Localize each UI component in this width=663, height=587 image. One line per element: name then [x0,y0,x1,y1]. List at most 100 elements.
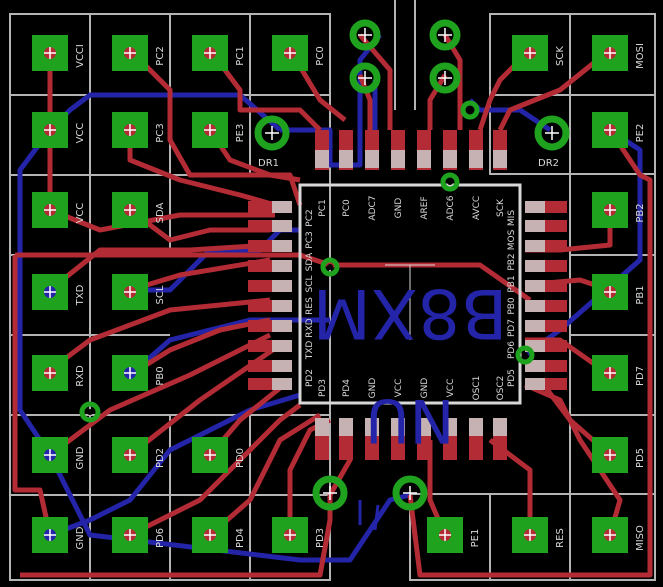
via [440,172,460,192]
chip-pad [248,260,292,272]
chip-pin-label-bottom-3: VCC [394,379,404,398]
chip-pad [391,130,405,170]
pad-label-col1-2: VCC [75,203,86,224]
th-pad [592,355,628,391]
th-pad [512,35,548,71]
th-pad [592,437,628,473]
pad-label-col1-5: GND [75,446,86,469]
pad-label-col3-5: PD0 [235,448,246,468]
pad-label-col2-1: PC3 [155,123,166,142]
chip-pad [469,418,483,460]
through-hole-pads [32,35,628,553]
pad-label-col1-6: GND [75,526,86,549]
chip-pin-label-right-1: MOS [507,229,517,250]
chip-pad [339,418,353,460]
pad-label-right-bottom-1: RES [555,528,566,548]
chip-pin-label-top-5: ADC6 [446,195,456,220]
chip-pin-label-left-2: SDA [305,252,315,271]
chip-pad [443,130,457,170]
vias [79,100,535,423]
th-pad [112,35,148,71]
chip-pad [417,418,431,460]
pad-label-right-bottom-2: MISO [635,525,646,551]
pad-label-col1-1: VCC [75,123,86,144]
chip-pad [525,378,567,390]
chip-pin-label-left-4: RES [305,297,315,315]
th-pad [32,192,68,228]
chip-pad [525,320,567,332]
chip-pin-label-right-4: PB0 [507,297,517,315]
th-pad [112,274,148,310]
ring-pads [254,19,570,511]
chip-pad [391,418,405,460]
chip-outline [298,183,522,405]
th-pad [272,35,308,71]
chip-pad [525,260,567,272]
chip-pin-label-left-5: RXD [305,318,315,337]
chip-pad [248,201,292,213]
th-pad [32,274,68,310]
chip-pin-label-right-0: MIS [507,210,517,226]
chip-pad [248,320,292,332]
th-pad [32,35,68,71]
chip-pin-label-left-3: SCL [305,275,315,292]
th-pad [192,112,228,148]
via [515,345,535,365]
via [460,100,480,120]
chip-pads [248,130,567,460]
chip-pad [417,130,431,170]
th-pad [192,517,228,553]
th-pad [592,274,628,310]
via [79,401,101,423]
designator-dr1: DR1 [258,158,279,169]
pad-label-right-col-3: PD5 [635,448,646,468]
chip-pin-label-top-2: ADC7 [368,195,378,220]
chip-pad [365,418,379,460]
chip-pad [315,130,329,170]
chip-pad [525,201,567,213]
chip-pad [525,240,567,252]
pad-label-right-top-1: MOSI [635,43,646,69]
pad-label-col1-4: RXD [75,365,86,387]
ring-drills [265,28,559,500]
chip-pin-label-bottom-0: PD3 [318,379,328,397]
chip-pad [493,418,507,460]
chip-pad [248,360,292,372]
pad-label-col3-0: PC1 [235,46,246,65]
pad-label-right-bottom-0: PE1 [470,529,481,548]
chip-pad [248,300,292,312]
via-holes [87,107,528,415]
chip-pin-label-right-6: PD6 [507,341,517,359]
th-pad [192,437,228,473]
th-pad [272,517,308,553]
chip-pad [248,378,292,390]
chip-pin-label-left-0: PC2 [305,209,315,226]
chip-pin-label-bottom-2: GND [368,378,378,399]
th-pad [112,517,148,553]
th-pad [32,355,68,391]
pad-label-right-col-2: PD7 [635,366,646,386]
ring-pad-dr2 [534,115,570,151]
chip-pad [248,340,292,352]
pad-label-col2-2: SDA [155,202,166,223]
th-pad [592,192,628,228]
th-pad [112,112,148,148]
pad-label-col4-6: PD3 [315,528,326,548]
chip-pad [315,418,329,460]
chip-pin-label-right-5: PD7 [507,319,517,337]
ring-pad [429,19,461,51]
th-pad [592,517,628,553]
chip-pin-label-bottom-1: PD4 [342,379,352,397]
via [320,257,340,277]
chip-pin-label-top-3: GND [394,198,404,219]
chip-pin-label-top-6: AVCC [472,196,482,220]
chip-pin-label-bottom-5: VCC [446,379,456,398]
th-pad [32,437,68,473]
chip-pin-label-left-1: PC3 [305,231,315,248]
chip-pin-label-top-7: SCK [496,198,506,217]
chip-pin-label-top-1: PC0 [342,199,352,217]
chip-pad [339,130,353,170]
th-pad [32,517,68,553]
pad-label-right-top-2: PE2 [635,124,646,143]
